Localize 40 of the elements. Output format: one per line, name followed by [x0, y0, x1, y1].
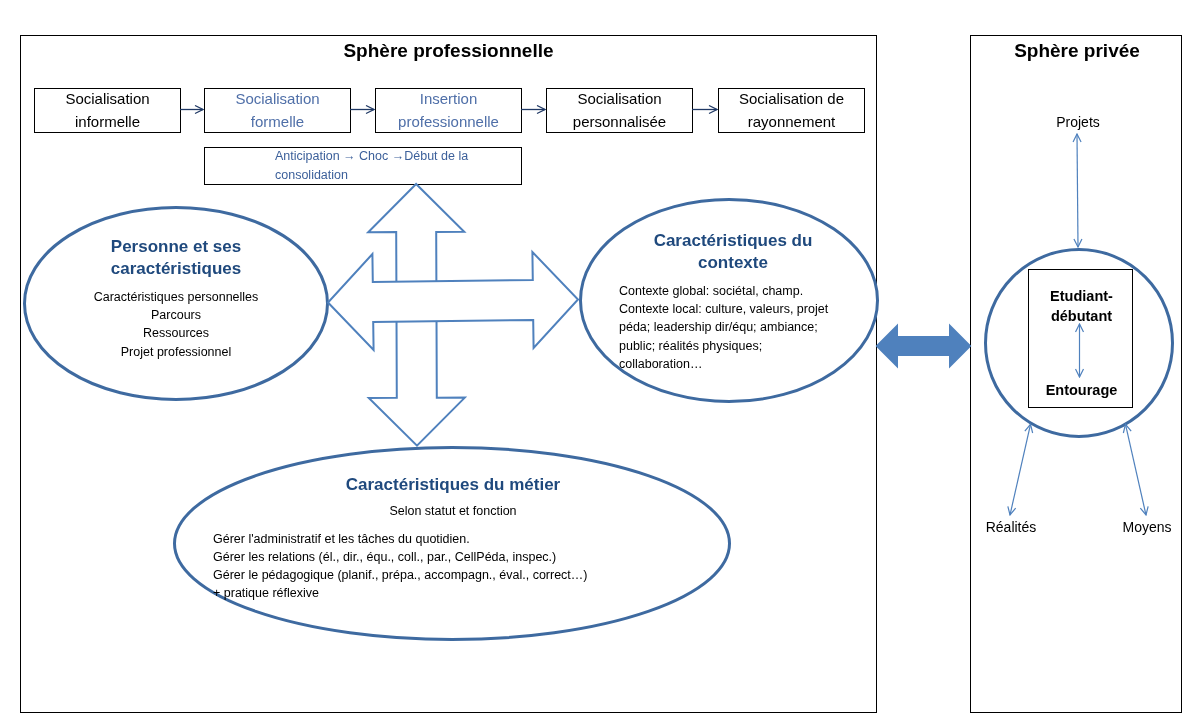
arrow — [691, 104, 718, 115]
oval-text: Caractéristiques personnelles — [92, 289, 260, 307]
oval-heading: Caractéristiques du métier — [344, 474, 562, 496]
phase-box: Anticipation → Choc →Début de la consolidation — [204, 147, 522, 185]
arrow — [1074, 323, 1085, 378]
oval-text: Parcours — [150, 307, 202, 325]
plain-label: Etudiant-débutant — [1033, 286, 1130, 326]
oval-subheading: Selon statut et fonction — [388, 504, 518, 519]
arrow — [1007, 423, 1034, 516]
stage-box: Socialisation formelle — [204, 88, 351, 133]
arrow — [520, 104, 546, 115]
arrow — [349, 104, 375, 115]
oval-text: Gérer l'administratif et les tâches du quotidien. — [213, 531, 471, 549]
plain-label: Réalités — [973, 516, 1049, 540]
arrow — [1072, 133, 1083, 248]
oval-text: + pratique réflexive — [213, 585, 320, 603]
sphere-panel — [20, 35, 877, 713]
stage-box: Socialisation personnalisée — [546, 88, 693, 133]
panel-title: Sphère professionnelle — [342, 40, 555, 62]
oval-text: Gérer les relations (él., dir., équ., coll., par., CellPéda, inspec.) — [213, 549, 558, 567]
plain-label: Projets — [1038, 111, 1118, 135]
frame-box — [1028, 269, 1133, 408]
arrow — [1122, 423, 1149, 516]
arrow — [179, 104, 204, 115]
plain-label: Moyens — [1109, 516, 1182, 540]
block-arrow — [326, 249, 580, 353]
stage-box: Insertion professionnelle — [375, 88, 522, 133]
stage-box: Socialisation de rayonnement — [718, 88, 865, 133]
oval-heading: Caractéristiques du contexte — [652, 230, 814, 275]
sphere-panel — [970, 35, 1182, 713]
stage-box: Socialisation informelle — [34, 88, 181, 133]
oval-text: Projet professionnel — [119, 343, 233, 361]
oval-text: Gérer le pédagogique (planif., prépa., accompagn., éval., correct…) — [213, 567, 589, 585]
oval-text: Contexte global: sociétal, champ. — [619, 283, 805, 301]
block-arrow — [875, 323, 972, 369]
oval-text: Contexte local: culture, valeurs, projet péda; leadership dir/équ; ambiance; public; réalités physiques; collaboration… — [619, 301, 830, 373]
panel-title: Sphère privée — [1013, 40, 1141, 62]
oval-text: Ressources — [142, 325, 210, 343]
plain-label: Entourage — [1033, 379, 1130, 401]
oval-heading: Personne et ses caractéristiques — [109, 236, 243, 281]
